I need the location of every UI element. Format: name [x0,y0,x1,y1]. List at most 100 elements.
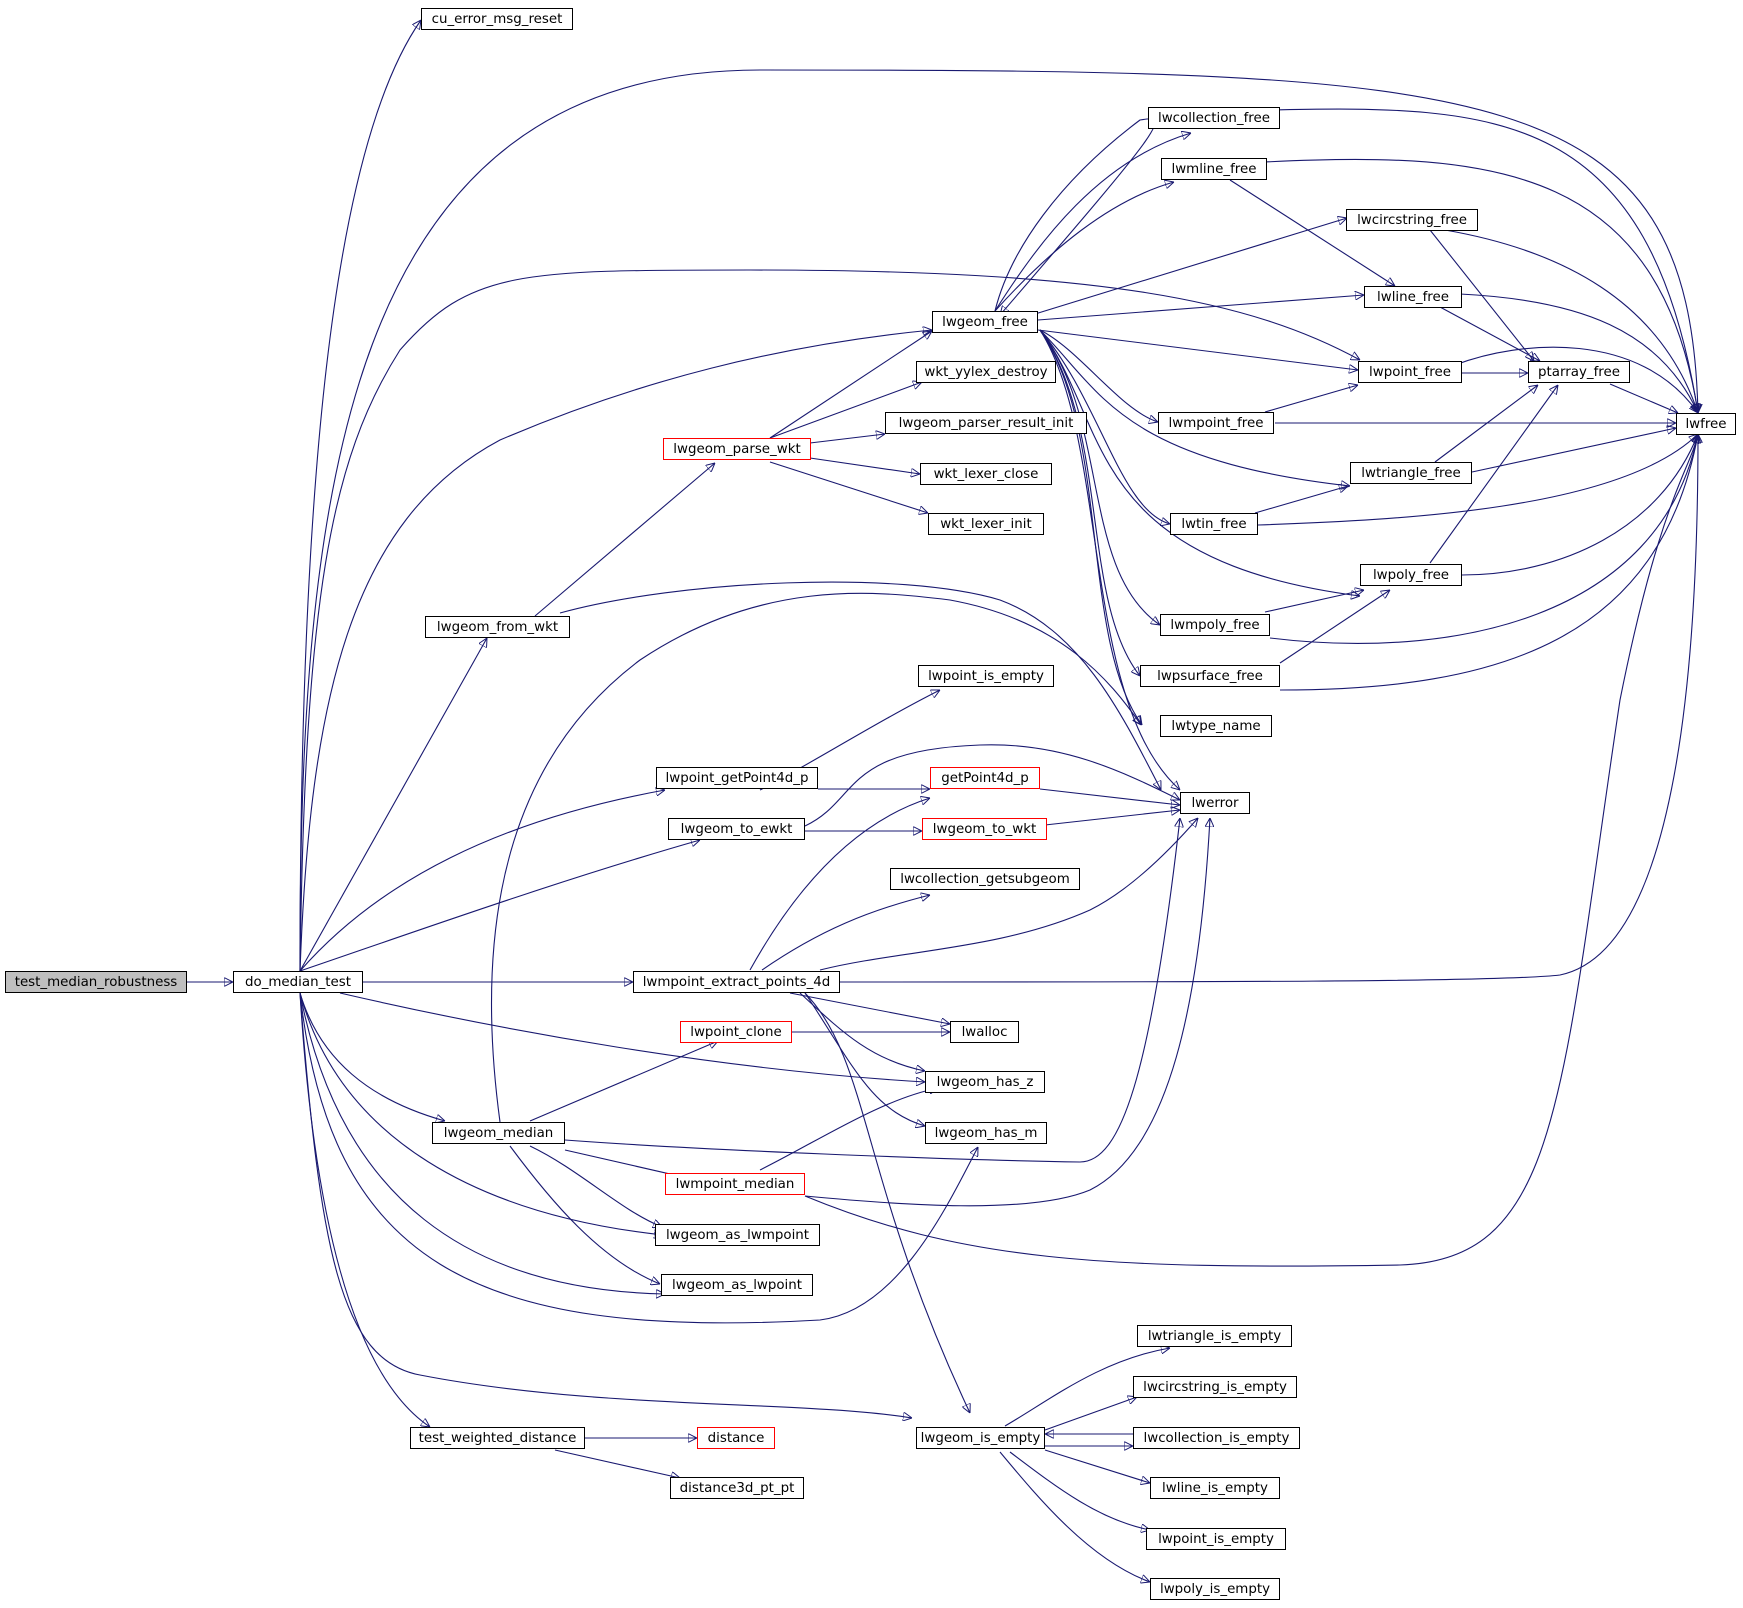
node-lwcollection-getsubgeom[interactable]: lwcollection_getsubgeom [890,868,1080,890]
node-lwmline-free[interactable]: lwmline_free [1161,158,1267,180]
node-lwcollection-free[interactable]: lwcollection_free [1148,107,1280,129]
edge [1044,1449,1150,1483]
node-lwtriangle-free[interactable]: lwtriangle_free [1350,462,1472,484]
edge [339,992,925,1082]
node-ptarray-free[interactable]: ptarray_free [1528,361,1630,383]
node-do-median-test[interactable]: do_median_test [233,971,363,993]
node-distance3d-pt-pt[interactable]: distance3d_pt_pt [670,1477,804,1499]
edge [769,461,928,513]
node-distance[interactable]: distance [697,1427,775,1449]
node-wkt-lexer-close[interactable]: wkt_lexer_close [920,463,1052,485]
edge [759,1088,938,1171]
edge [1471,428,1676,473]
edge [804,818,1210,1207]
node-lwgeom-median[interactable]: lwgeom_median [432,1122,565,1144]
edge [299,638,487,972]
node-lwfree[interactable]: lwfree [1676,413,1736,435]
node-lwgeom-as-lwmpoint[interactable]: lwgeom_as_lwmpoint [655,1224,820,1246]
edge [1264,158,1698,413]
node-lwcircstring-is-empty[interactable]: lwcircstring_is_empty [1133,1376,1297,1398]
edge [769,382,922,439]
edge [299,992,430,1427]
node-lwpoint-getpoint4d-p[interactable]: lwpoint_getPoint4d_p [656,767,818,789]
node-lwgeom-parser-result-init[interactable]: lwgeom_parser_result_init [885,412,1087,434]
edge [1039,329,1180,790]
node-getpoint4d-p[interactable]: getPoint4d_p [930,767,1040,789]
node-lwpoint-is-empty-top[interactable]: lwpoint_is_empty [918,665,1054,687]
node-lwerror[interactable]: lwerror [1180,792,1250,814]
edge [299,790,665,972]
edge [1037,329,1358,370]
node-lwgeom-free[interactable]: lwgeom_free [932,311,1038,333]
edge [299,69,1698,972]
node-wkt-yylex-destroy[interactable]: wkt_yylex_destroy [916,361,1056,383]
node-lwmpoint-extract-points-4d[interactable]: lwmpoint_extract_points_4d [633,971,840,993]
node-lwgeom-from-wkt[interactable]: lwgeom_from_wkt [425,616,570,638]
node-lwcircstring-free[interactable]: lwcircstring_free [1346,209,1478,231]
edge [559,581,1161,790]
edge [839,434,1698,983]
node-cu-error-msg-reset[interactable]: cu_error_msg_reset [421,8,573,30]
edge [534,463,715,617]
node-lwgeom-is-empty[interactable]: lwgeom_is_empty [916,1427,1045,1449]
edge [1461,434,1698,576]
edge [1429,385,1558,564]
node-lwline-is-empty[interactable]: lwline_is_empty [1150,1477,1280,1499]
edge [994,133,1191,312]
node-lwpoly-is-empty[interactable]: lwpoly_is_empty [1150,1578,1280,1600]
node-test-weighted-distance[interactable]: test_weighted_distance [410,1427,585,1449]
edge [749,798,930,971]
edge [1454,346,1698,413]
node-lwcollection-is-empty[interactable]: lwcollection_is_empty [1133,1427,1300,1449]
node-lwgeom-as-lwpoint[interactable]: lwgeom_as_lwpoint [661,1274,813,1296]
node-wkt-lexer-init[interactable]: wkt_lexer_init [928,513,1044,535]
edge [1279,590,1390,664]
node-lwgeom-has-m[interactable]: lwgeom_has_m [925,1122,1047,1144]
edge [1039,329,1360,596]
edge [491,592,1141,1123]
edge [299,269,1360,972]
node-lwpoint-free[interactable]: lwpoint_free [1358,361,1462,383]
node-lwmpoint-free[interactable]: lwmpoint_free [1158,412,1274,434]
edge [1039,329,1160,625]
edge [1257,434,1698,526]
edge [1039,788,1180,805]
node-lwtin-free[interactable]: lwtin_free [1170,513,1258,535]
node-lwpsurface-free[interactable]: lwpsurface_free [1140,665,1280,687]
edge [804,434,1698,1267]
node-lwpoint-is-empty[interactable]: lwpoint_is_empty [1146,1528,1286,1550]
edge [1269,434,1698,645]
node-lwtype-name[interactable]: lwtype_name [1160,715,1272,737]
edge [299,20,421,972]
edge [994,182,1174,312]
edge [809,434,885,444]
node-lwmpoint-median[interactable]: lwmpoint_median [665,1173,805,1195]
edge [1254,486,1348,514]
node-lwgeom-parse-wkt[interactable]: lwgeom_parse_wkt [663,438,811,460]
edge [809,457,920,474]
edge [299,330,932,972]
node-lwpoint-clone[interactable]: lwpoint_clone [680,1021,792,1043]
edge [299,992,663,1235]
edge [1009,1451,1150,1530]
node-lwline-free[interactable]: lwline_free [1364,286,1462,308]
node-lwgeom-to-ewkt[interactable]: lwgeom_to_ewkt [668,818,805,840]
edge [1004,1348,1170,1427]
node-lwgeom-has-z[interactable]: lwgeom_has_z [925,1071,1045,1093]
edge [769,331,932,439]
edge [804,992,970,1413]
edge [804,744,1180,827]
edge [1609,383,1678,413]
node-lwmpoly-free[interactable]: lwmpoly_free [1160,614,1270,636]
node-lwalloc[interactable]: lwalloc [950,1021,1019,1043]
edge [299,840,700,972]
edge [529,1041,718,1122]
edge [804,992,925,1126]
edge [529,1145,662,1227]
edge [819,818,1198,971]
edge [1044,1397,1137,1431]
node-lwtriangle-is-empty[interactable]: lwtriangle_is_empty [1137,1325,1292,1347]
node-lwpoly-free[interactable]: lwpoly_free [1360,564,1462,586]
node-lwgeom-to-wkt[interactable]: lwgeom_to_wkt [922,818,1047,840]
